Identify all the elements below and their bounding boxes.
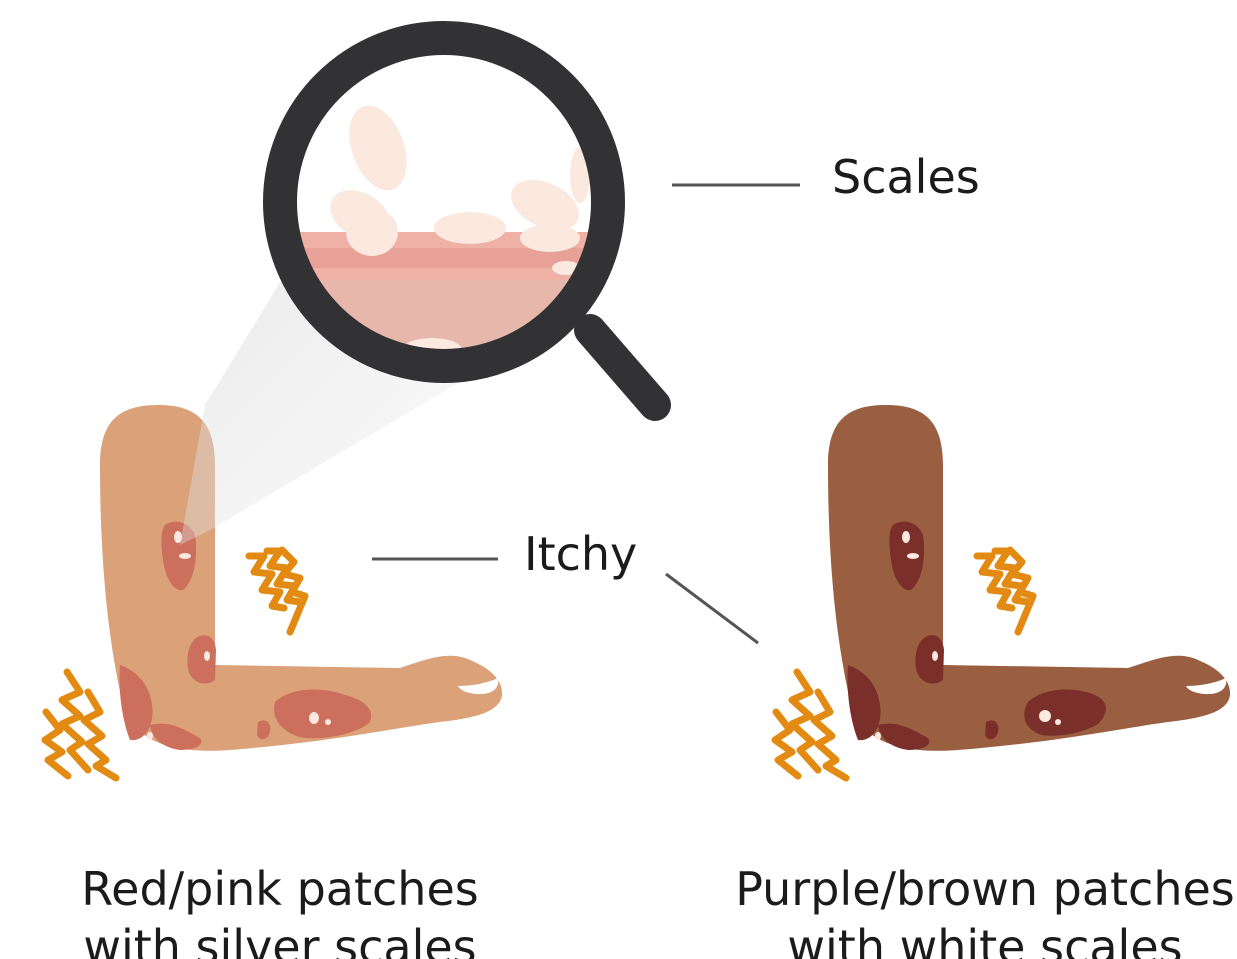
caption-light-skin: Red/pink patches with silver scales	[30, 860, 530, 959]
caption-dark-skin-line1: Purple/brown patches	[705, 860, 1237, 918]
itchy-leader-line-right	[666, 574, 758, 643]
caption-light-skin-line2: with silver scales	[30, 918, 530, 959]
scales-label: Scales	[832, 150, 980, 204]
caption-dark-skin-line2: with white scales	[705, 918, 1237, 959]
caption-dark-skin: Purple/brown patches with white scales	[705, 860, 1237, 959]
itchy-label: Itchy	[524, 527, 637, 581]
caption-light-skin-line1: Red/pink patches	[30, 860, 530, 918]
